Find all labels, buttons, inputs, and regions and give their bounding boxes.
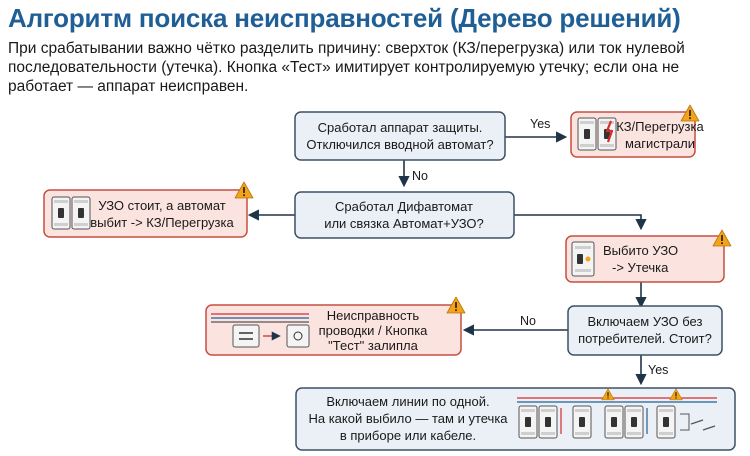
question-q2: Сработал Дифавтомат или связка Автомат+У… xyxy=(294,191,515,239)
r3-line-1: Выбито УЗО xyxy=(603,243,678,258)
r3-line-2: -> Утечка xyxy=(612,260,669,275)
edge-label-no-3: No xyxy=(520,314,536,328)
r1-line-1: КЗ/Перегрузка xyxy=(616,119,704,134)
r4-line-2: проводки / Кнопка xyxy=(319,323,429,338)
result-r3: Выбито УЗО -> Утечка xyxy=(565,229,732,283)
result-r1: КЗ/Перегрузка магистрали xyxy=(570,104,704,158)
r2-line-2: выбит -> КЗ/Перегрузка xyxy=(90,215,234,230)
q3-line-2: потребителей. Стоит? xyxy=(578,331,712,346)
panel-lines-icon xyxy=(517,388,717,439)
q4-line-1: Включаем линии по одной. xyxy=(326,394,489,409)
result-r4: Неисправность проводки / Кнопка "Тест" з… xyxy=(205,296,466,356)
q4-line-3: в приборе или кабеле. xyxy=(340,428,476,443)
edge-q2-right xyxy=(514,214,647,231)
question-q1: Сработал аппарат защиты. Отключился ввод… xyxy=(294,111,506,161)
q3-line-1: Включаем УЗО без xyxy=(588,314,703,329)
q2-line-2: или связка Автомат+УЗО? xyxy=(324,216,484,231)
result-r2: УЗО стоит, а автомат выбит -> КЗ/Перегру… xyxy=(43,181,254,238)
r1-line-2: магистрали xyxy=(625,136,695,151)
breaker-icon xyxy=(577,117,617,151)
q2-line-1: Сработал Дифавтомат xyxy=(335,199,473,214)
r4-line-1: Неисправность xyxy=(327,308,420,323)
q4-line-2: На какой выбило — там и утечка xyxy=(308,411,508,426)
r2-line-1: УЗО стоит, а автомат xyxy=(98,198,226,213)
r4-line-3: "Тест" залипла xyxy=(328,338,418,353)
connectors xyxy=(247,131,647,386)
q1-line-1: Сработал аппарат защиты. xyxy=(318,120,483,135)
edge-label-yes-3: Yes xyxy=(648,363,668,377)
edge-label-no-1: No xyxy=(412,169,428,183)
page-title: Алгоритм поиска неисправностей (Дерево р… xyxy=(8,3,681,33)
edge-label-yes-1: Yes xyxy=(530,117,550,131)
rcd-icon xyxy=(571,241,595,277)
wiring-diagram-icon xyxy=(211,313,310,348)
spark-icon xyxy=(605,120,614,143)
question-q3: Включаем УЗО без потребителей. Стоит? xyxy=(567,305,723,356)
intro-text: При срабатывании важно чётко разделить п… xyxy=(8,40,685,95)
question-q4: Включаем линии по одной. На какой выбило… xyxy=(295,387,736,451)
q1-line-2: Отключился вводной автомат? xyxy=(306,137,493,152)
